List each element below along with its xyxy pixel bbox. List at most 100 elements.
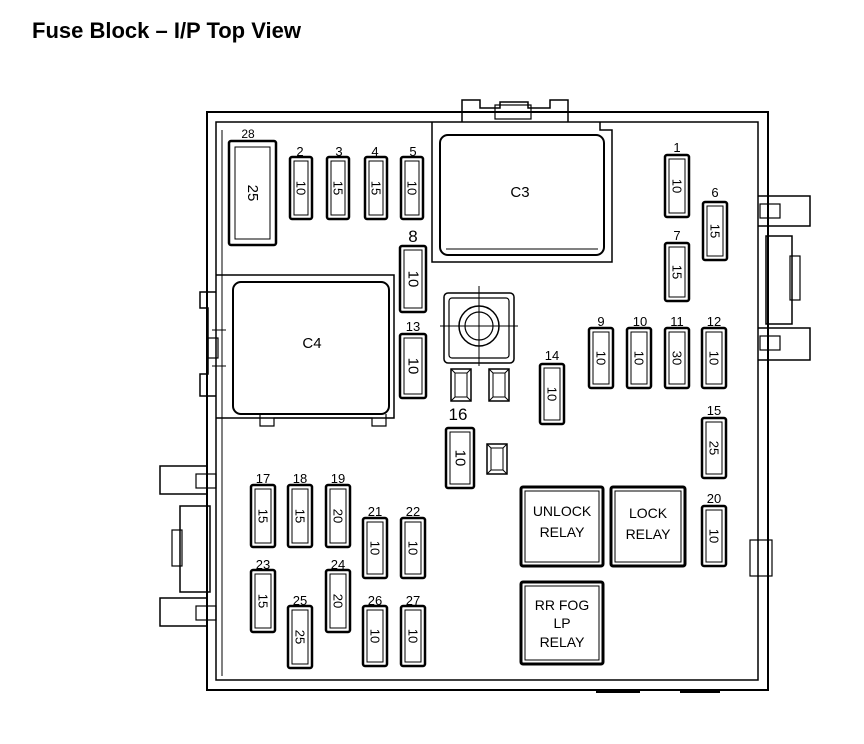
fuse-12-number: 12: [707, 314, 721, 329]
right-clip-upper: [758, 195, 811, 227]
fuse-9-number: 9: [597, 314, 604, 329]
fuse-10-body: [625, 326, 653, 390]
fuse-13-body: [398, 332, 428, 400]
fuse-26-window: [366, 609, 384, 663]
fuse-5: 5 10: [399, 144, 425, 221]
fuse-11: 11 30: [663, 314, 691, 390]
fuse-4-number: 4: [371, 144, 378, 159]
fuse-1-window: [668, 158, 686, 214]
fuse-15-number: 15: [707, 403, 721, 418]
fuse-3: 315: [325, 144, 351, 221]
fuse-18-number: 18: [293, 471, 307, 486]
fuse-1-number: 1: [673, 140, 680, 155]
housing-outer: [206, 111, 769, 691]
fuse-4: 415: [363, 144, 389, 221]
fuse-8-number: 8: [408, 227, 417, 246]
top-latch: [461, 99, 569, 122]
fuse-14-number: 14: [545, 348, 559, 363]
fuse-16-window: [449, 431, 471, 485]
fuse-10-number: 10: [633, 314, 647, 329]
fuse-13-number: 13: [406, 319, 420, 334]
fuse-22-window: [404, 521, 422, 575]
fuse-21-rating: 10: [368, 541, 383, 555]
fuse-2-window: [293, 160, 309, 216]
c3-label: C3: [510, 184, 529, 201]
fuse-14-rating: 10: [545, 387, 560, 401]
fuse-12-window: [705, 331, 723, 385]
fuse-19-body: [324, 483, 352, 549]
fuse-15-rating: 25: [707, 441, 722, 455]
fuse-21-number: 21: [368, 504, 382, 519]
fuse-20-number: 20: [707, 491, 721, 506]
relay-unlock-line-1: UNLOCK: [533, 503, 592, 519]
fuse-26-body: [361, 604, 389, 668]
fuse-7-number: 7: [673, 228, 680, 243]
fuse-9-body: [587, 326, 615, 390]
fuse-8-window: [403, 249, 423, 309]
fuse-5-rating: 10: [405, 181, 420, 195]
fuse-22-body: [399, 516, 427, 580]
fuse-25-rating: 25: [293, 630, 308, 644]
fuse-28-number: 28: [241, 127, 255, 141]
fuse-16-body: [444, 426, 476, 490]
fuse-18-window: [291, 488, 309, 544]
c4-connector: [232, 281, 390, 415]
fuse-16-number: 16: [449, 405, 468, 424]
diode-cavity-3: [486, 443, 508, 475]
fuse-17-number: 17: [256, 471, 270, 486]
fuse-13-rating: 10: [405, 358, 422, 375]
relay-lock-line-1: LOCK: [629, 505, 668, 521]
fuse-15-body: [700, 416, 728, 480]
fuse-8-rating: 10: [405, 271, 422, 288]
fuse-19-rating: 20: [331, 509, 346, 523]
fuse-6: 615: [701, 185, 729, 262]
fuse-21-body: [361, 516, 389, 580]
relay-unlock: UNLOCK RELAY: [519, 485, 605, 568]
fuse-3-rating: 15: [331, 181, 346, 195]
housing-inner: [215, 121, 759, 681]
fuse-8-body: [398, 244, 428, 314]
relay-rr-fog-line-3: RELAY: [540, 634, 586, 650]
fuse-23-number: 23: [256, 557, 270, 572]
fuse-17-rating: 15: [256, 509, 271, 523]
fuse-13-window: [403, 337, 423, 395]
fuse-6-number: 6: [711, 185, 718, 200]
fuse-20-body: [700, 504, 728, 568]
fuse-5-number: 5: [409, 144, 416, 159]
fuse-19-number: 19: [331, 471, 345, 486]
fuse-11-rating: 30: [670, 351, 685, 365]
relay-rr-fog-lp: RR FOG LP RELAY: [519, 580, 605, 666]
relay-lock-line-2: RELAY: [626, 526, 672, 542]
fuse-28-window: [234, 146, 271, 240]
fuse-11-body: [663, 326, 691, 390]
fuse-8: 8 10: [398, 227, 428, 314]
fuse-14: 14 10: [538, 348, 566, 426]
fuse-1-rating: 10: [670, 179, 685, 193]
fuse-26-rating: 10: [368, 629, 383, 643]
fuse-21: 21 10: [361, 504, 389, 580]
fuse-4-window: [368, 160, 384, 216]
fuse-6-window: [706, 205, 724, 257]
relay-unlock-line-2: RELAY: [540, 524, 586, 540]
fuse-27-body: [399, 604, 427, 668]
fuse-10: 10 10: [625, 314, 653, 390]
fuse-9: 910: [587, 314, 615, 390]
fuse-5-window: [404, 160, 420, 216]
fuse-24-rating: 20: [331, 594, 346, 608]
fuse-27-rating: 10: [406, 629, 421, 643]
relay-lock: LOCK RELAY: [609, 485, 687, 568]
fuse-10-window: [630, 331, 648, 385]
fuse-11-number: 11: [670, 314, 684, 329]
fuse-9-window: [592, 331, 610, 385]
fuse-10-rating: 10: [632, 351, 647, 365]
fuse-25-number: 25: [293, 593, 307, 608]
fuse-11-window: [668, 331, 686, 385]
fuse-6-body: [701, 200, 729, 262]
diode-cavity-1: [450, 368, 472, 402]
